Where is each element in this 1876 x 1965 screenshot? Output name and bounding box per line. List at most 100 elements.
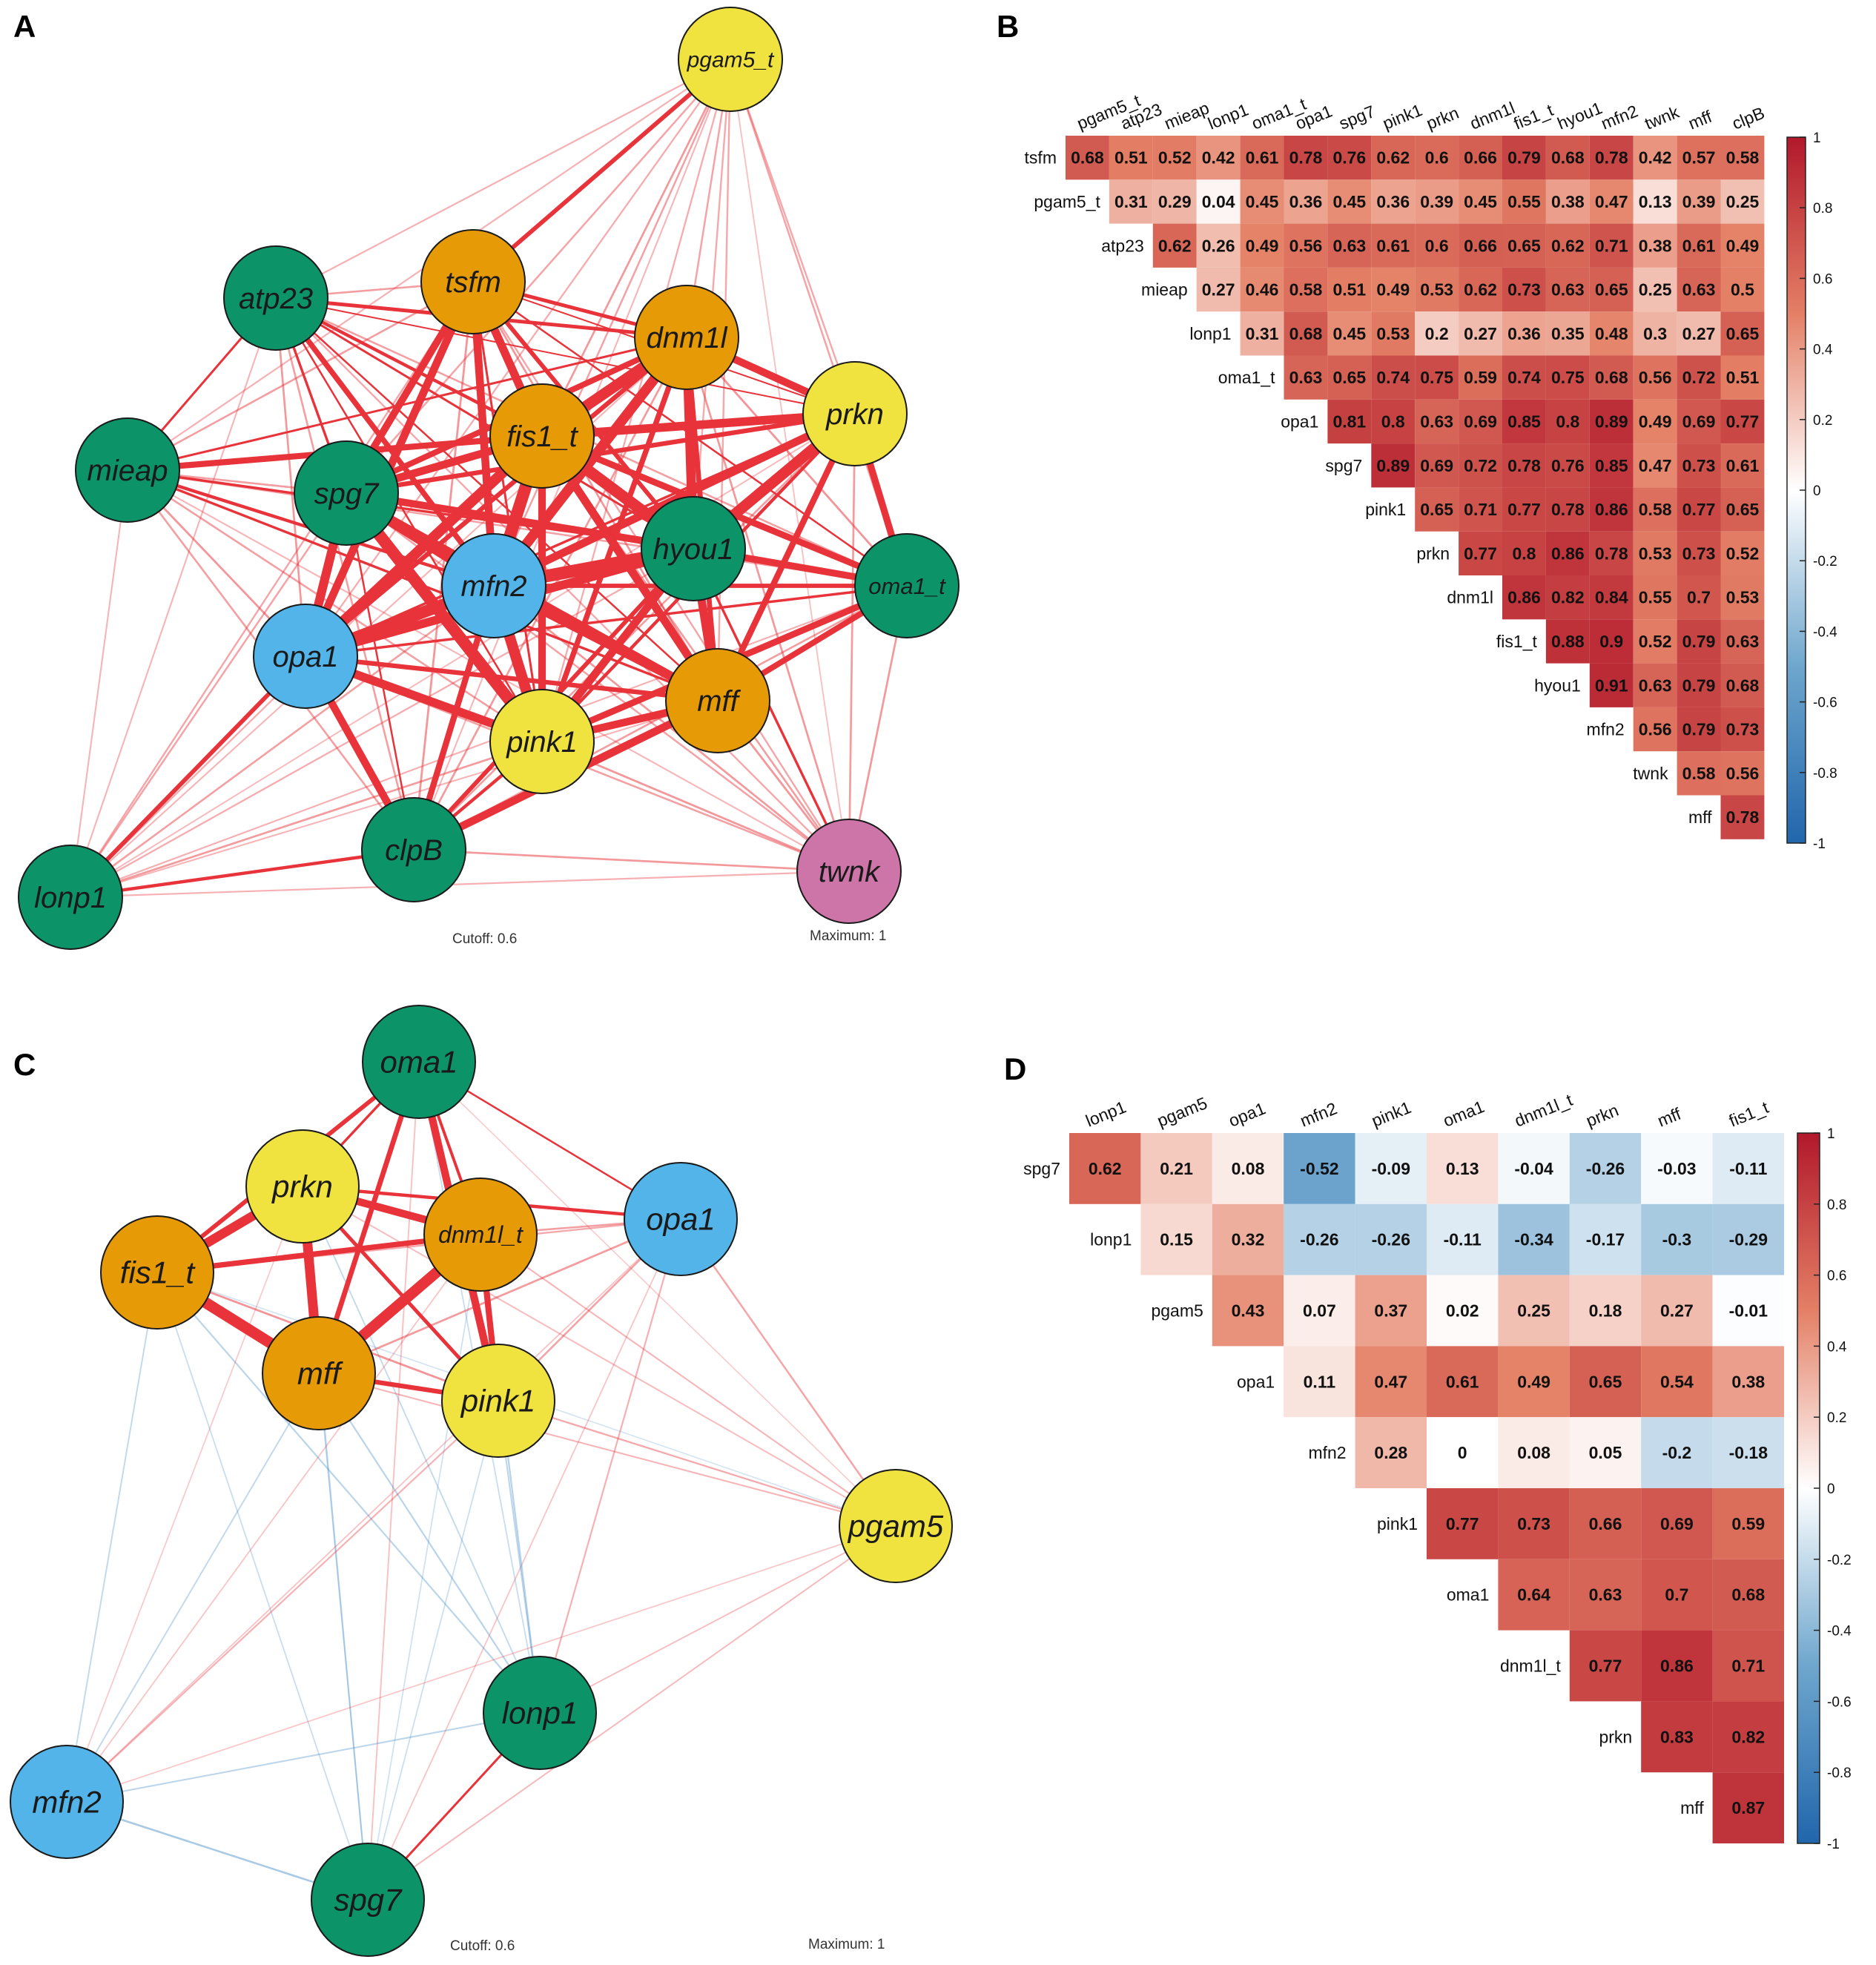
heatmap-b-value-hyou1-clpb: 0.68 — [1726, 676, 1760, 695]
heatmap-d-col-label-pink1: pink1 — [1369, 1097, 1414, 1131]
heatmap-b-colorbar-tick-label: 0.4 — [1813, 343, 1833, 358]
heatmap-b-cell-atp23-dnm1l — [1459, 223, 1502, 268]
heatmap-d-value-dnm1l-t-prkn: 0.77 — [1589, 1657, 1622, 1676]
network-a-node-label-lonp1: lonp1 — [34, 882, 107, 914]
heatmap-d-row-label-pgam5: pgam5 — [1151, 1301, 1203, 1321]
heatmap-d-cell-spg7-opa1 — [1212, 1133, 1284, 1204]
heatmap-b-value-oma1-t-clpb: 0.51 — [1726, 368, 1760, 387]
heatmap-b-value-pgam5-t-fis1-t: 0.55 — [1507, 192, 1541, 211]
heatmap-b-value-tsfm-mfn2: 0.78 — [1595, 148, 1628, 168]
heatmap-d-col-label-lonp1: lonp1 — [1083, 1097, 1129, 1130]
network-a-node-circle-twnk — [796, 819, 902, 924]
heatmap-b-value-lonp1-pink1: 0.53 — [1376, 324, 1410, 343]
heatmap-b-cell-pink1-mfn2 — [1589, 487, 1634, 532]
heatmap-b-cell-opa1-twnk — [1633, 399, 1677, 444]
heatmap-d-cell-pgam5-dnm1l-t — [1498, 1275, 1570, 1347]
heatmap-d-value-mfn2-dnm1l-t: 0.08 — [1517, 1443, 1550, 1462]
network-c-node-mff: mff — [262, 1316, 376, 1430]
heatmap-d-cell-opa1-dnm1l-t — [1498, 1346, 1570, 1418]
heatmap-d-row-label-dnm1l-t: dnm1l_t — [1500, 1657, 1561, 1676]
network-a-edge — [714, 410, 859, 704]
heatmap-d-value-opa1-prkn: 0.65 — [1589, 1372, 1622, 1391]
network-c-node-prkn: prkn — [245, 1129, 360, 1244]
heatmap-b-value-oma1-t-spg7: 0.65 — [1332, 368, 1366, 387]
network-a-node-circle-oma1-t — [854, 533, 960, 638]
network-a-node-mieap: mieap — [75, 417, 180, 523]
heatmap-b-value-dnm1l-clpb: 0.53 — [1726, 588, 1760, 607]
network-c-node-circle-mff — [262, 1316, 376, 1430]
heatmap-b-col-label-hyou1: hyou1 — [1554, 98, 1605, 133]
heatmap-b-cell-atp23-lonp1 — [1196, 223, 1241, 268]
heatmap-b-cell-prkn-mfn2 — [1589, 531, 1634, 575]
heatmap-b-value-tsfm-pink1: 0.62 — [1376, 148, 1410, 168]
network-a-edge — [69, 699, 719, 899]
heatmap-b-cell-tsfm-mff — [1677, 136, 1721, 180]
heatmap-d-cell-pink1-dnm1l-t — [1498, 1488, 1570, 1559]
network-a-node-label-dnm1l: dnm1l — [647, 322, 728, 354]
network-a-edge — [69, 740, 544, 899]
heatmap-b-value-prkn-twnk: 0.53 — [1639, 544, 1672, 563]
network-a-edge — [68, 848, 416, 899]
heatmap-b-col-label-twnk: twnk — [1642, 102, 1682, 133]
heatmap-d-cell-opa1-mff — [1641, 1346, 1713, 1418]
heatmap-d-cell-pink1-prkn — [1569, 1488, 1642, 1559]
heatmap-b-cell-oma1-t-fis1-t — [1502, 355, 1546, 400]
network-a-edge — [492, 584, 851, 873]
heatmap-b-colorbar-tick-label: -1 — [1813, 836, 1826, 852]
network-a-edge — [68, 654, 308, 899]
heatmap-b-cell-pgam5-t-mfn2 — [1589, 179, 1634, 224]
network-a-node-label-mfn2: mfn2 — [461, 570, 527, 603]
heatmap-b-value-dnm1l-fis1-t: 0.86 — [1507, 588, 1541, 607]
network-a-edge — [538, 432, 722, 705]
heatmap-b-cell-opa1-hyou1 — [1545, 399, 1590, 444]
network-c-node-spg7: spg7 — [311, 1843, 425, 1957]
heatmap-b-value-mieap-opa1: 0.58 — [1289, 280, 1323, 300]
heatmap-b-value-pgam5-t-dnm1l: 0.45 — [1464, 192, 1497, 211]
heatmap-b-cell-tsfm-fis1-t — [1502, 136, 1546, 180]
heatmap-b-cell-lonp1-oma1-t — [1240, 311, 1284, 356]
network-a-node-label-pgam5-t: pgam5_t — [687, 48, 775, 73]
network-c-maximum-note: Maximum: 1 — [808, 1937, 885, 1952]
heatmap-b-cell-mieap-pink1 — [1371, 267, 1416, 312]
heatmap-b-cell-pink1-twnk — [1633, 487, 1677, 532]
heatmap-b-value-spg7-dnm1l: 0.72 — [1464, 456, 1497, 475]
network-a-edge — [304, 58, 732, 658]
heatmap-b-value-opa1-prkn: 0.63 — [1420, 412, 1453, 431]
heatmap-b-cell-pgam5-t-mieap — [1152, 179, 1197, 224]
heatmap-b-value-pgam5-t-oma1-t: 0.45 — [1246, 192, 1279, 211]
heatmap-d-value-pgam5-oma1: 0.02 — [1446, 1301, 1479, 1321]
network-c-node-fis1-t: fis1_t — [100, 1215, 214, 1330]
heatmap-d-cell-dnm1l-t-fis1-t — [1712, 1630, 1784, 1702]
heatmap-b-value-pink1-mff: 0.77 — [1682, 500, 1716, 519]
heatmap-b-value-spg7-clpb: 0.61 — [1726, 456, 1760, 475]
heatmap-d-cell-mfn2-prkn — [1569, 1417, 1642, 1488]
heatmap-b-value-mieap-oma1-t: 0.46 — [1246, 280, 1279, 300]
heatmap-d-cell-prkn-mff — [1641, 1701, 1713, 1773]
heatmap-b-cell-lonp1-dnm1l — [1459, 311, 1502, 356]
heatmap-b-row-label-spg7: spg7 — [1325, 456, 1362, 475]
heatmap-d-value-opa1-oma1: 0.61 — [1446, 1372, 1479, 1391]
network-c-edge — [156, 1271, 541, 1714]
network-a-edge — [304, 584, 908, 658]
heatmap-b-value-atp23-lonp1: 0.26 — [1202, 236, 1235, 255]
heatmap-b-col-label-lonp1: lonp1 — [1205, 99, 1251, 133]
heatmap-d-row-label-mfn2: mfn2 — [1308, 1443, 1346, 1462]
heatmap-b-value-pink1-dnm1l: 0.71 — [1464, 500, 1497, 519]
heatmap-d-value-spg7-pink1: -0.09 — [1372, 1159, 1410, 1178]
network-a-edge — [345, 492, 415, 851]
heatmap-b-colorbar-tick-label: -0.6 — [1813, 696, 1837, 711]
network-c-node-opa1: opa1 — [624, 1162, 738, 1276]
heatmap-b-row-label-twnk: twnk — [1633, 764, 1668, 783]
heatmap-b-value-tsfm-mieap: 0.52 — [1158, 148, 1192, 168]
network-a-edge — [541, 58, 732, 437]
heatmap-b-cell-pgam5-t-clpb — [1720, 179, 1765, 224]
heatmap-d-colorbar-tick-label: 0.6 — [1827, 1269, 1846, 1284]
network-a-node-mfn2: mfn2 — [441, 533, 546, 638]
heatmap-d-cell-lonp1-fis1-t — [1712, 1203, 1784, 1275]
heatmap-b-cell-dnm1l-mfn2 — [1589, 575, 1634, 620]
heatmap-d-value-lonp1-prkn: -0.17 — [1586, 1230, 1625, 1249]
heatmap-d-col-label-pgam5: pgam5 — [1155, 1093, 1210, 1130]
network-a-node-circle-hyou1 — [641, 496, 746, 601]
heatmap-b-cell-pgam5-t-atp23 — [1109, 179, 1153, 224]
network-a-node-lonp1: lonp1 — [18, 845, 123, 950]
